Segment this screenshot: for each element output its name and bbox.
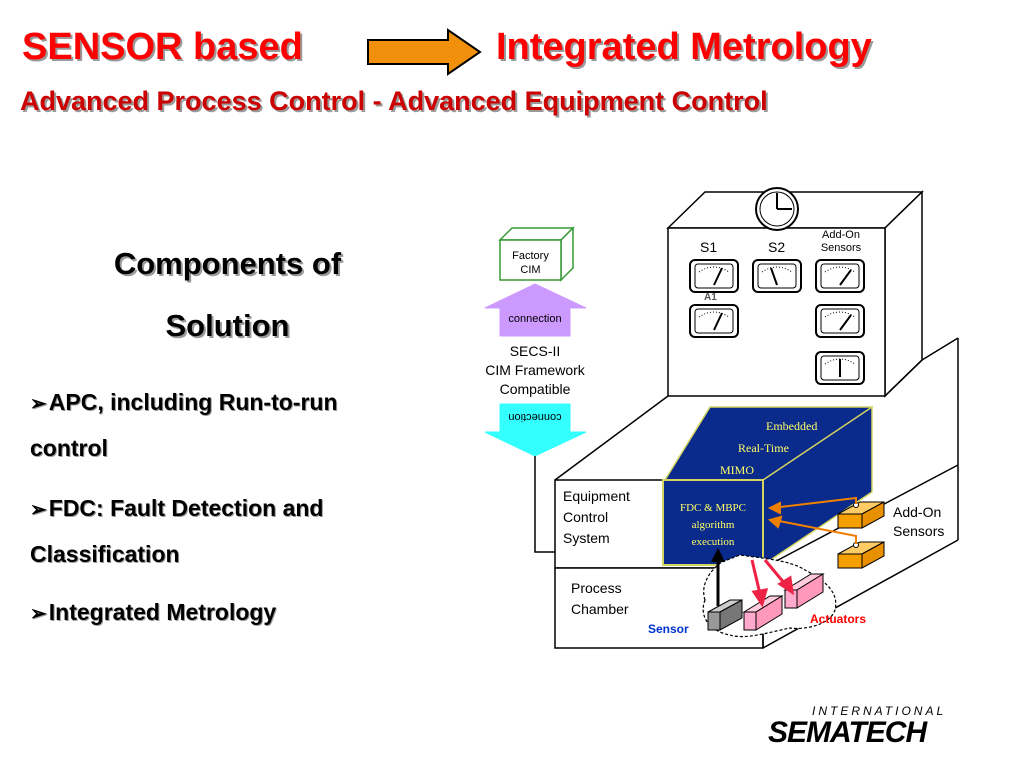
components-heading-line2: Solution xyxy=(165,308,290,343)
bullet-metrology: ➢Integrated Metrology xyxy=(30,590,450,636)
fdc-line3: execution xyxy=(691,536,735,548)
sensor-block-icon xyxy=(707,599,743,631)
bullet-fdc: ➢FDC: Fault Detection and Classification xyxy=(30,486,450,576)
ecs-line2: Control xyxy=(563,509,609,525)
gauge-s2-icon xyxy=(752,259,802,293)
arrow-bullet-icon: ➢ xyxy=(30,393,47,415)
sensor-s2-label: S2 xyxy=(768,239,786,255)
sensor-a1-label: A1 xyxy=(704,292,717,303)
factory-cim-box xyxy=(498,226,575,282)
addon-top-line2: Sensors xyxy=(820,242,862,254)
embedded-box xyxy=(662,405,874,567)
actuator-block-2-icon xyxy=(783,573,825,609)
logo-sematech: SEMATECH xyxy=(768,716,927,749)
gauge-addon2-icon xyxy=(815,304,865,338)
clock-icon xyxy=(755,187,799,231)
addon-arrows-icon xyxy=(767,496,857,544)
arrow-bullet-icon: ➢ xyxy=(30,499,47,521)
connection-up-arrow-icon xyxy=(484,283,587,337)
title-right: Integrated Metrology xyxy=(496,26,872,68)
bullet-apc: ➢APC, including Run-to-run control xyxy=(30,380,450,470)
gauge-a1-icon xyxy=(689,304,739,338)
arrow-bullet-icon: ➢ xyxy=(30,603,47,625)
addon-sensor-2-icon xyxy=(837,541,885,569)
embedded-line2: Real-Time xyxy=(738,441,789,455)
factory-cim-line1: Factory xyxy=(512,250,549,262)
subtitle: Advanced Process Control - Advanced Equi… xyxy=(20,86,768,116)
factory-cim-line2: CIM xyxy=(520,264,541,276)
gauge-addon3-icon xyxy=(815,351,865,385)
bullet-fdc-line1: FDC: Fault Detection and xyxy=(48,495,324,521)
secs-line2: CIM Framework xyxy=(485,362,585,378)
bullet-apc-line2: control xyxy=(30,435,108,461)
chamber-line2: Chamber xyxy=(571,601,629,617)
addon-sensor-1-icon xyxy=(837,501,885,529)
secs-line1: SECS-II xyxy=(509,343,561,359)
title-left: SENSOR based xyxy=(22,26,303,68)
chamber-line1: Process xyxy=(571,580,622,596)
bullet-fdc-line2: Classification xyxy=(30,541,180,567)
addon-top-line1: Add-On xyxy=(822,229,860,241)
addon-right-line1: Add-On xyxy=(893,504,942,520)
logo-international: INTERNATIONAL xyxy=(812,704,947,718)
connection-down-label: connection xyxy=(508,411,562,423)
connection-up-label: connection xyxy=(508,313,562,325)
bullet-apc-line1: APC, including Run-to-run xyxy=(48,389,338,415)
actuators-label: Actuators xyxy=(810,612,867,626)
embedded-line1: Embedded xyxy=(766,419,818,433)
ecs-line1: Equipment xyxy=(563,488,630,504)
actuator-arrows-icon xyxy=(750,559,794,608)
fdc-line2: algorithm xyxy=(691,519,735,531)
gauge-s1-icon xyxy=(689,259,739,293)
connection-down-arrow-icon xyxy=(484,403,587,457)
components-heading-line1: Components of xyxy=(113,246,342,281)
bullet-metrology-line1: Integrated Metrology xyxy=(48,599,277,625)
fdc-line1: FDC & MBPC xyxy=(679,502,747,514)
sensor-up-arrow-icon xyxy=(711,548,725,606)
embedded-line3: MIMO xyxy=(720,463,755,477)
sensor-s1-label: S1 xyxy=(700,239,718,255)
title-arrow-icon xyxy=(367,28,482,76)
addon-right-line2: Sensors xyxy=(893,523,945,539)
secs-line3: Compatible xyxy=(499,381,571,397)
ecs-line3: System xyxy=(563,530,610,546)
sensor-label: Sensor xyxy=(648,622,689,636)
gauge-addon1-icon xyxy=(815,259,865,293)
